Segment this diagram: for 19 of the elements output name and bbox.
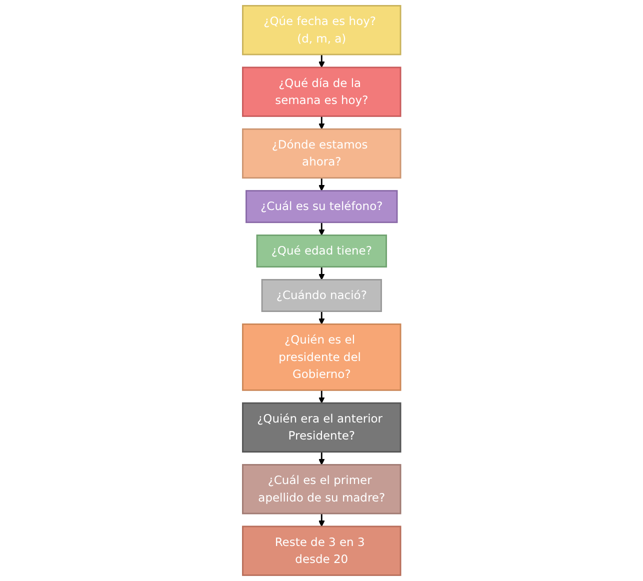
arrow (318, 178, 325, 192)
node-box: ¿Quién es el presidente del Gobierno? (242, 323, 402, 391)
node-box: Reste de 3 en 3 desde 20 (242, 526, 402, 576)
arrow (318, 452, 325, 466)
node-box: ¿Qúe fecha es hoy? (d, m, a) (242, 5, 402, 56)
arrow (318, 116, 325, 130)
node-box: ¿Dónde estamos ahora? (242, 128, 402, 179)
node-box: ¿Quién era el anterior Presidente? (242, 402, 402, 453)
node-box: ¿Qué edad tiene? (256, 234, 387, 268)
node-box: ¿Cuándo nació? (261, 279, 382, 312)
arrow (318, 514, 325, 527)
arrow (318, 390, 325, 404)
node-box: ¿Cuál es su teléfono? (245, 190, 398, 224)
node-box: ¿Qué día de la semana es hoy? (242, 66, 402, 117)
arrow (318, 54, 325, 68)
node-box: ¿Cuál es el primer apellido de su madre? (242, 464, 402, 514)
arrow (318, 266, 325, 280)
arrow (318, 222, 325, 236)
arrow (318, 311, 325, 324)
